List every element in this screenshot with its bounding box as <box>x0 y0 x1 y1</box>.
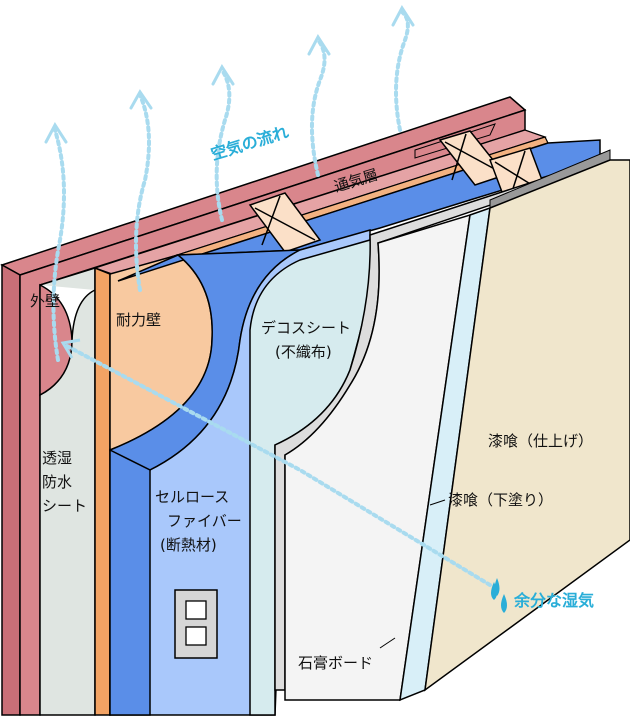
moisture-sheet-label-3: シート <box>42 497 87 515</box>
exterior-wall-face <box>1 263 21 716</box>
cellulose-label-3: (断熱材) <box>160 536 217 554</box>
bearing-wall-label: 耐力壁 <box>116 311 161 329</box>
decos-sheet-label-2: (不織布) <box>275 343 332 361</box>
gypsum-board-label: 石膏ボード <box>298 654 373 672</box>
plaster-finish-layer <box>424 149 630 692</box>
air-flow-arrow-4 <box>310 38 327 177</box>
air-flow-arrow-2 <box>134 93 151 292</box>
plaster-finish-label: 漆喰（仕上げ） <box>488 432 593 450</box>
cellulose-layer <box>109 229 371 716</box>
air-flow-arrow-3 <box>214 68 232 222</box>
decos-sheet-label-1: デコスシート <box>261 319 351 337</box>
air-flow-arrow-1 <box>51 128 66 362</box>
diagram-labels: 空気の流れ 通気層 外壁 耐力壁 透湿 防水 シート セルロース ファイバー (… <box>30 122 594 672</box>
cellulose-label-1: セルロース <box>155 488 229 506</box>
plaster-base-label: 漆喰（下塗り） <box>448 491 553 509</box>
water-drop-icon <box>491 578 507 613</box>
cellulose-label-2: ファイバー <box>167 512 242 530</box>
gypsum-board-face <box>284 213 471 701</box>
moisture-sheet-layer <box>39 266 96 716</box>
excess-moisture-label: 余分な湿気 <box>513 591 594 610</box>
moisture-sheet-label-1: 透湿 <box>42 449 72 467</box>
leader-lines <box>379 499 446 649</box>
bearing-wall-layer <box>94 254 213 716</box>
electrical-outlet <box>174 589 218 659</box>
plaster-finish-face <box>424 159 630 692</box>
air-flow-arrow-5 <box>394 10 410 132</box>
moisture-path <box>60 338 507 613</box>
exterior-wall-label: 外壁 <box>30 292 60 310</box>
air-flow-arrows <box>44 5 415 362</box>
stud-1 <box>248 192 322 253</box>
bearing-wall-edge <box>94 266 111 716</box>
moisture-sheet-label-2: 防水 <box>42 473 72 491</box>
gypsum-board-layer <box>274 158 601 701</box>
